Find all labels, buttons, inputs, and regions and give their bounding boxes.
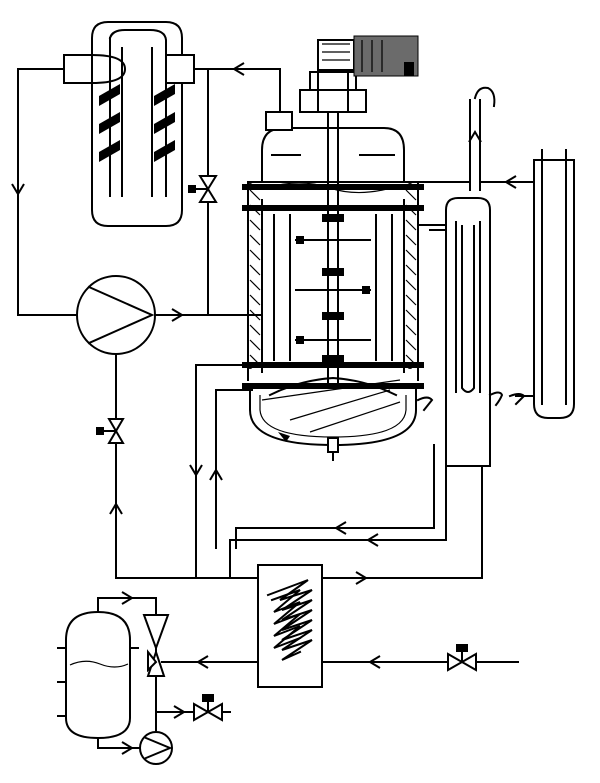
agitator-motor [299,35,419,113]
reactor-vessel [242,111,424,461]
bottom-loop-lines [115,465,483,585]
coil-heat-exchanger [257,564,323,688]
reactor-connections [189,175,535,579]
transfer-pump [139,731,173,765]
three-way-valve [142,614,170,731]
thermometer-pocket [468,86,496,191]
heat-exchanger-vertical [229,197,504,549]
drain-valve [155,694,231,722]
condenser-loop-lines [11,62,281,322]
agitator [295,109,371,383]
condenser-bypass-valve [188,175,218,203]
coolant-inlet-line [161,644,519,672]
circulation-pump [76,275,156,355]
pump-suction-line [96,353,125,579]
condensate-tube [508,149,575,419]
condenser [63,21,195,227]
storage-tank [57,591,157,755]
